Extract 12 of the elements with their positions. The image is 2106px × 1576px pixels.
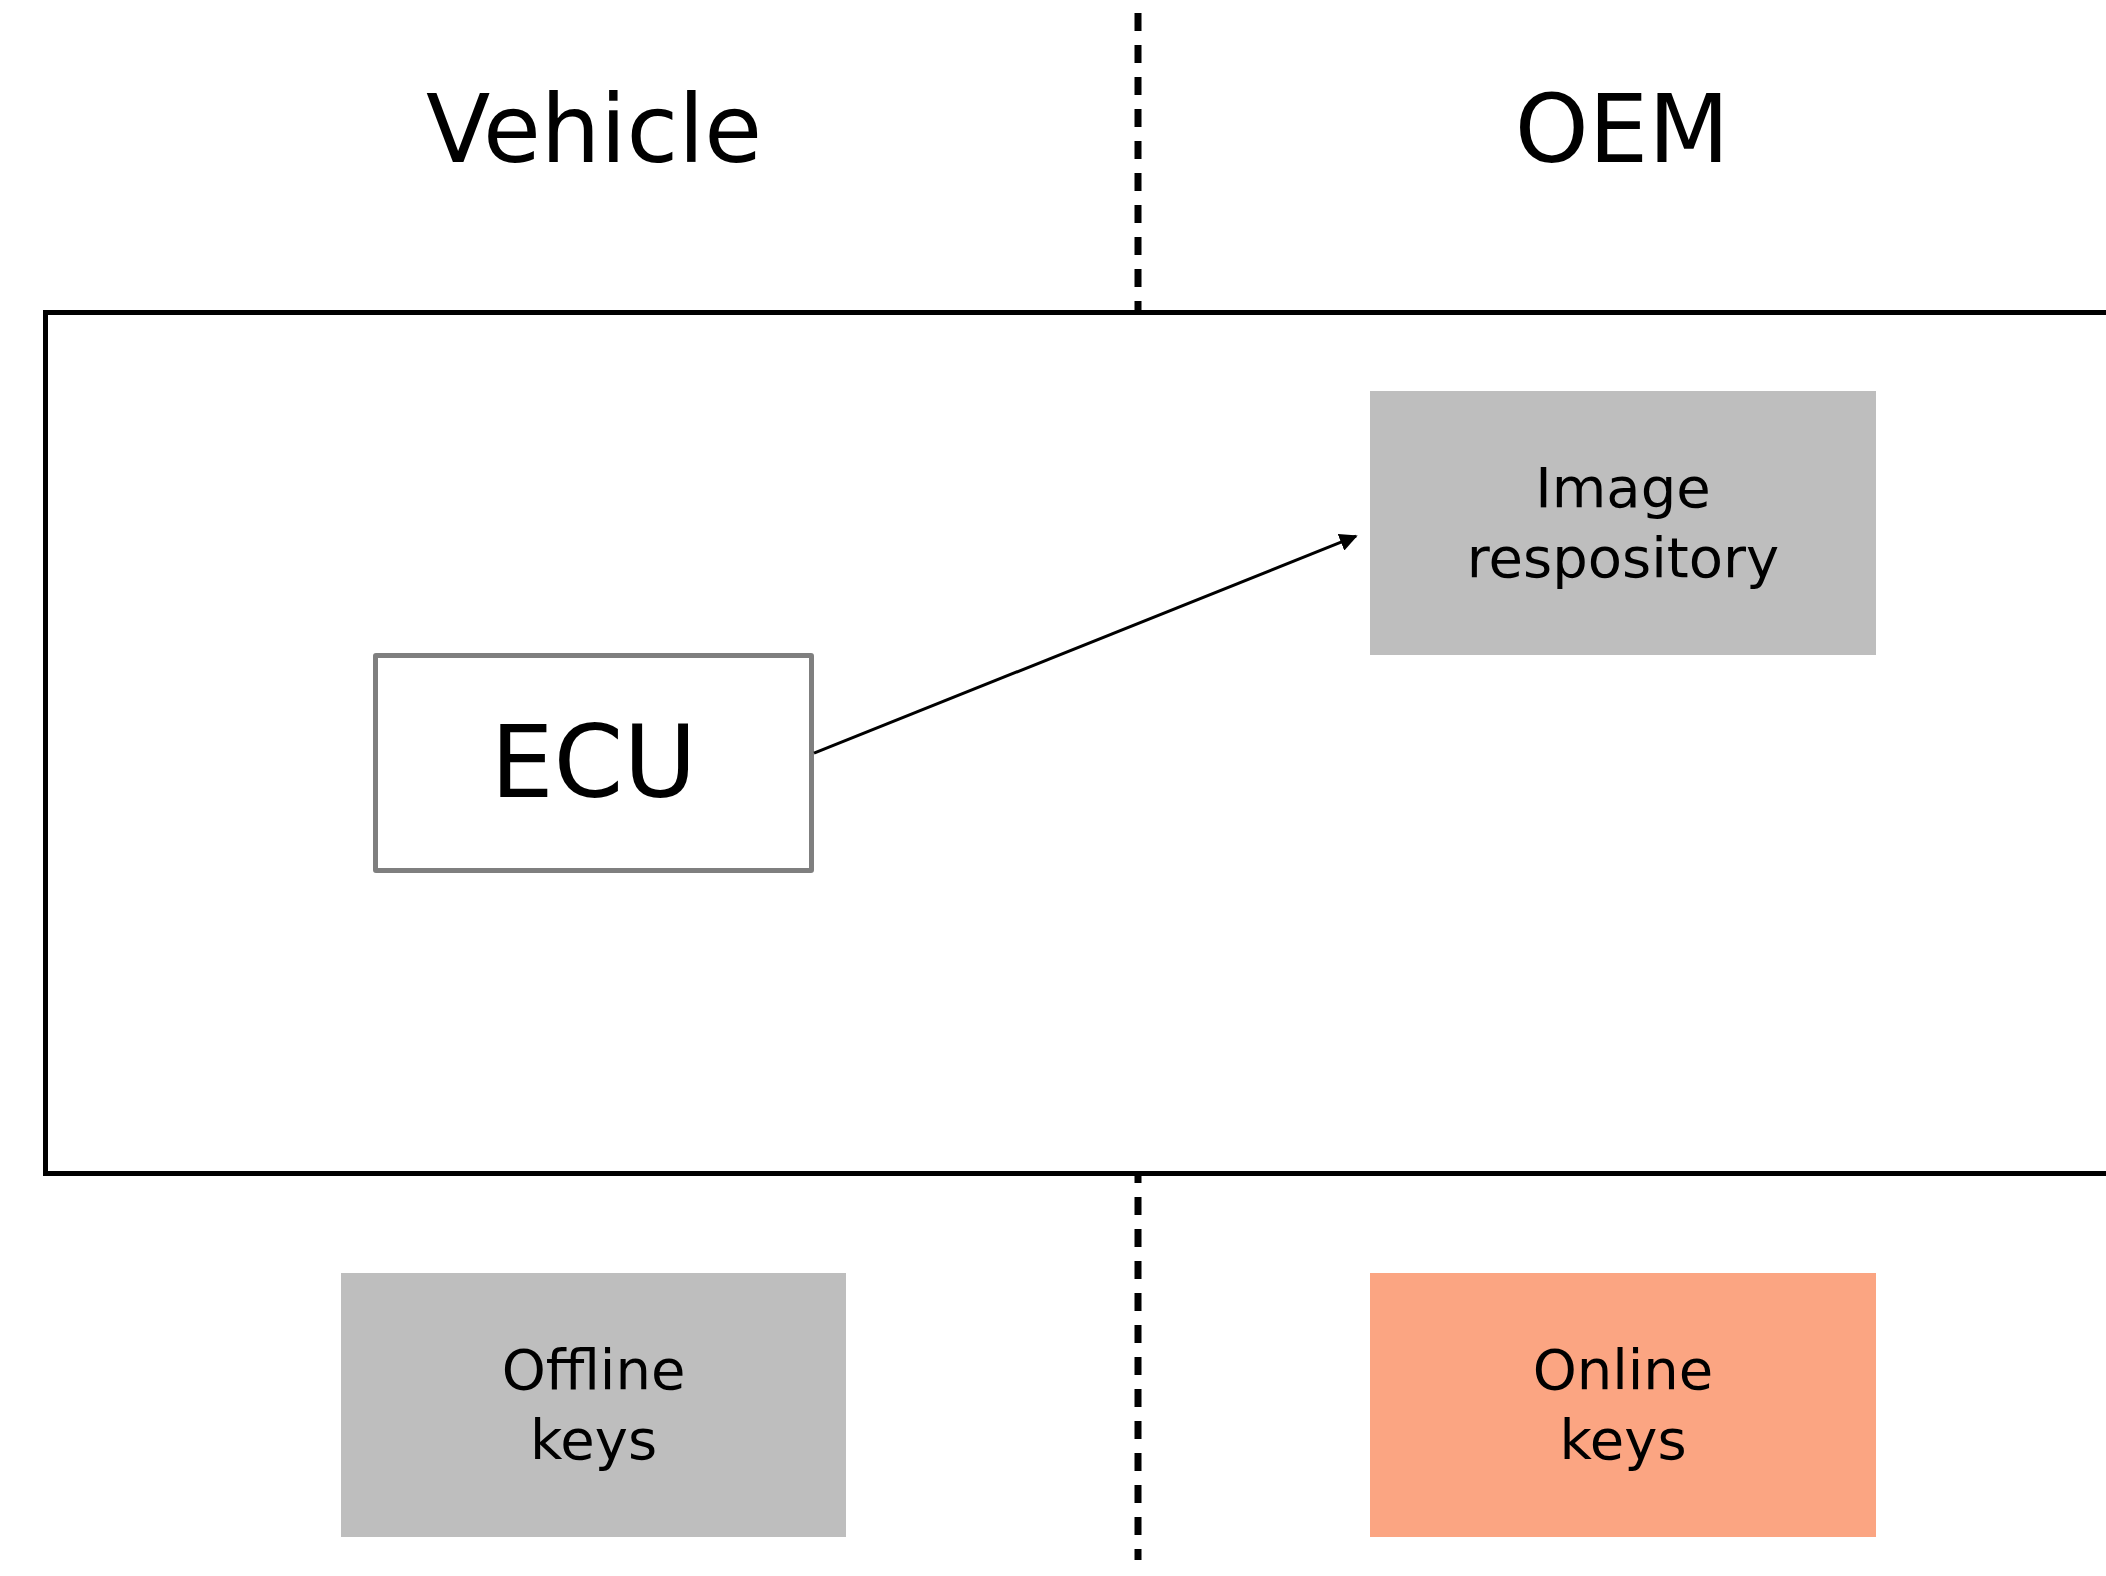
- node-label: Online keys: [1531, 1336, 1715, 1474]
- process-box: [1370, 391, 1876, 655]
- node-label: Offline keys: [500, 1336, 687, 1474]
- node-label: Image respository: [1465, 454, 1781, 592]
- process-box: [341, 1273, 846, 1537]
- process-box: [373, 653, 814, 873]
- node-label: ECU: [489, 703, 698, 823]
- column-heading: OEM: [1514, 83, 1730, 177]
- process-box: [1370, 1273, 1876, 1537]
- column-heading: Vehicle: [425, 83, 763, 177]
- frame-box: [43, 310, 2106, 1176]
- arrow: [813, 533, 1358, 755]
